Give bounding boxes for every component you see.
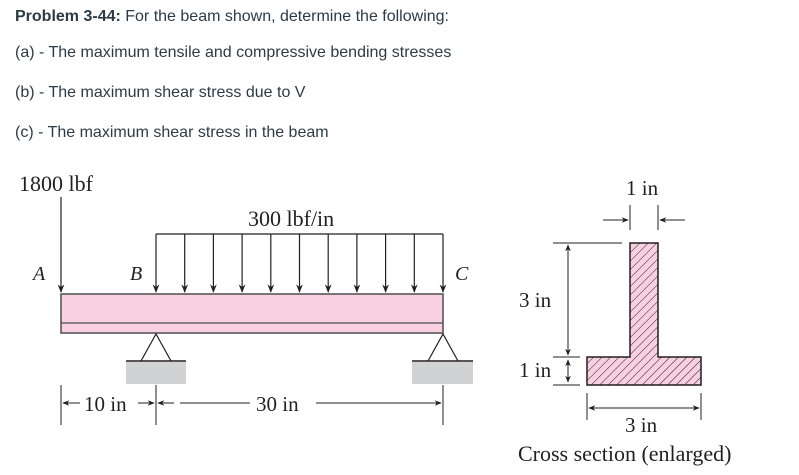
problem-part-a: (a) - The maximum tensile and compressiv… [15, 44, 452, 61]
support-b [126, 332, 186, 384]
distributed-load-label: 300 lbf/in [248, 206, 335, 231]
flange-thickness-label: 1 in [519, 358, 552, 382]
problem-part-b: (b) - The maximum shear stress due to V [15, 84, 306, 101]
point-c-label: C [455, 263, 469, 285]
overhang-dimension-label: 10 in [84, 392, 127, 416]
cross-section [553, 205, 702, 420]
problem-prompt: For the beam shown, determine the follow… [120, 8, 449, 25]
web-height-label: 3 in [519, 288, 552, 312]
point-a-label: A [33, 263, 46, 285]
web-width-label: 1 in [626, 176, 659, 200]
beam [60, 293, 444, 334]
problem-part-c: (c) - The maximum shear stress in the be… [15, 124, 329, 141]
support-c [412, 332, 473, 384]
problem-number: Problem 3-44: [15, 8, 121, 25]
flange-width-label: 3 in [625, 413, 658, 437]
span-dimension-label: 30 in [256, 392, 299, 416]
point-b-label: B [130, 263, 143, 285]
point-load-label: 1800 lbf [19, 171, 93, 196]
problem-title: Problem 3-44: For the beam shown, determ… [15, 8, 449, 26]
distributed-load [152, 233, 447, 293]
cross-section-caption: Cross section (enlarged) [518, 441, 732, 466]
beam-dimensions [60, 385, 444, 425]
